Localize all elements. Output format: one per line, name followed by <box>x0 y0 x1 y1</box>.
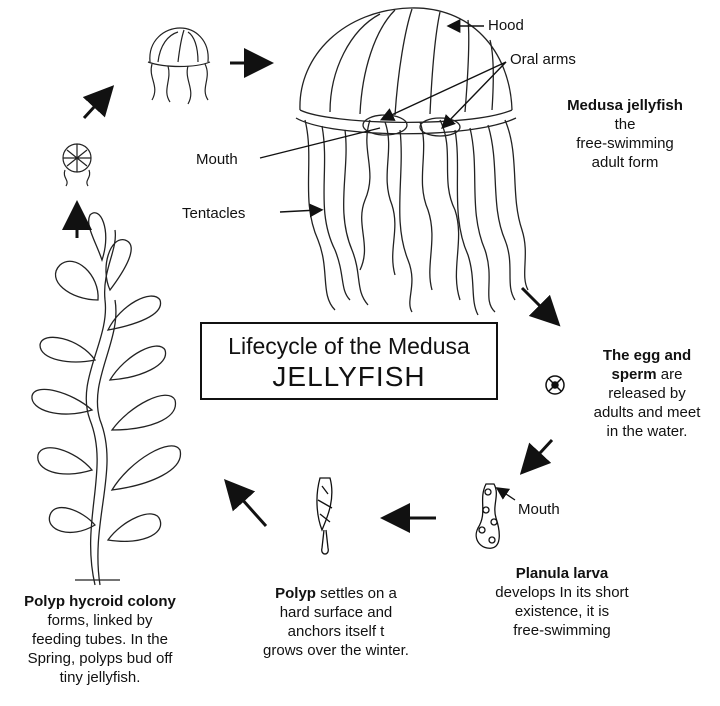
medusa-desc-line-2: free-swimming <box>550 134 700 153</box>
title-line-2: JELLYFISH <box>202 360 496 394</box>
ephyra-illustration <box>63 144 91 186</box>
medusa-desc-line-1: the <box>550 115 700 134</box>
title-box: Lifecycle of the Medusa JELLYFISH <box>200 322 498 400</box>
planula-line-1: develops In its short <box>462 583 662 602</box>
young-jellyfish-illustration <box>148 28 210 104</box>
polyp-line-1-rest: settles on a <box>320 585 397 602</box>
medusa-jellyfish-illustration <box>296 8 528 315</box>
egg-line-3: released by <box>580 384 714 403</box>
polyp-line-1-bold: Polyp <box>275 585 316 602</box>
title-line-1: Lifecycle of the Medusa <box>202 332 496 360</box>
polyp-illustration <box>317 478 332 554</box>
colony-line-1: forms, linked by <box>0 611 200 630</box>
egg-illustration <box>546 376 564 394</box>
egg-line-1: The egg and <box>580 346 714 365</box>
planula-larva-illustration <box>476 484 515 548</box>
planula-mouth-label: Mouth <box>518 500 560 519</box>
oral-arms-label: Oral arms <box>510 50 576 69</box>
medusa-name: Medusa jellyfish <box>550 96 700 115</box>
planula-line-3: free-swimming <box>462 621 662 640</box>
polyp-line-4: grows over the winter. <box>238 641 434 660</box>
planula-description: Planula larva develops In its short exis… <box>462 564 662 640</box>
polyp-line-3: anchors itself t <box>238 622 434 641</box>
egg-line-5: in the water. <box>580 422 714 441</box>
egg-description: The egg and sperm are released by adults… <box>580 346 714 441</box>
colony-description: Polyp hycroid colony forms, linked by fe… <box>0 592 200 687</box>
polyp-description: Polyp settles on a hard surface and anch… <box>238 584 434 660</box>
colony-line-4: tiny jellyfish. <box>0 668 200 687</box>
hydroid-colony-illustration <box>32 213 181 585</box>
medusa-desc-line-3: adult form <box>550 153 700 172</box>
colony-line-3: Spring, polyps bud off <box>0 649 200 668</box>
planula-line-2: existence, it is <box>462 602 662 621</box>
egg-line-4: adults and meet <box>580 403 714 422</box>
medusa-description: Medusa jellyfish the free-swimming adult… <box>550 96 700 172</box>
tentacles-label: Tentacles <box>182 204 245 223</box>
medusa-mouth-label: Mouth <box>196 150 238 169</box>
colony-line-2: feeding tubes. In the <box>0 630 200 649</box>
egg-line-2-rest: are <box>661 366 683 383</box>
egg-line-2-bold: sperm <box>612 366 657 383</box>
hood-label: Hood <box>488 16 524 35</box>
colony-name: Polyp hycroid colony <box>0 592 200 611</box>
cycle-arrows <box>77 63 552 526</box>
polyp-line-2: hard surface and <box>238 603 434 622</box>
planula-name: Planula larva <box>462 564 662 583</box>
